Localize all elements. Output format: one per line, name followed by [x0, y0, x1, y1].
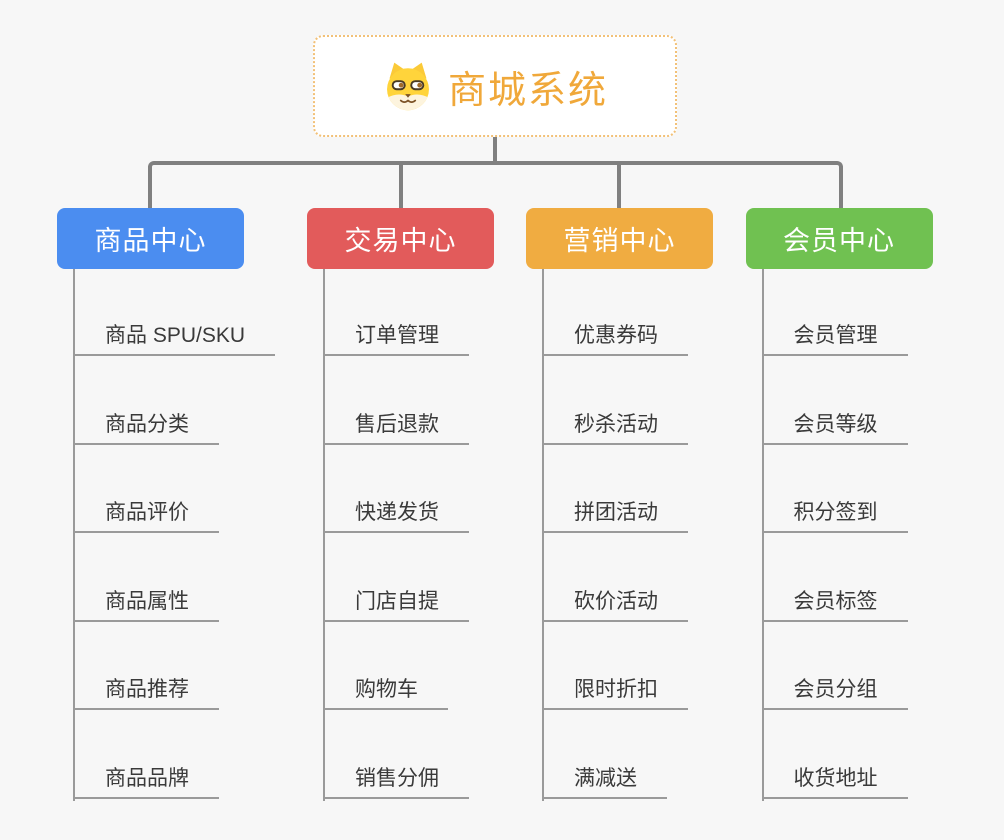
shiba-dog-icon	[387, 62, 429, 111]
branch-item[interactable]: 商品评价	[73, 495, 219, 534]
branch-node-4[interactable]: 会员中心	[745, 208, 933, 269]
branch-node-3[interactable]: 营销中心	[526, 208, 713, 269]
root-node[interactable]: 商城系统	[313, 35, 677, 137]
branch-item[interactable]: 会员管理	[761, 318, 908, 356]
branch-item[interactable]: 商品属性	[73, 584, 219, 622]
branch-item[interactable]: 限时折扣	[542, 672, 688, 711]
branch-item[interactable]: 拼团活动	[542, 495, 688, 534]
connector-stub-branch-3	[617, 164, 621, 210]
branch-trunk-line	[542, 269, 544, 801]
branch-item[interactable]: 优惠券码	[542, 318, 688, 356]
branch-item[interactable]: 会员等级	[761, 407, 908, 445]
branch-item[interactable]: 商品 SPU/SKU	[73, 318, 276, 356]
branch-node-2[interactable]: 交易中心	[307, 208, 494, 269]
branch-item[interactable]: 满减送	[542, 761, 667, 799]
branch-item[interactable]: 商品品牌	[73, 761, 219, 799]
branch-trunk-line	[73, 269, 75, 801]
root-title: 商城系统	[447, 69, 608, 112]
connector-elbow	[148, 161, 843, 210]
branch-item[interactable]: 售后退款	[323, 407, 469, 445]
branch-item[interactable]: 商品分类	[73, 407, 219, 445]
branch-trunk-line	[761, 269, 764, 801]
branch-item[interactable]: 销售分佣	[323, 761, 469, 799]
connector-root-stub	[493, 137, 497, 163]
branch-item[interactable]: 快递发货	[323, 495, 469, 534]
branch-item[interactable]: 会员标签	[761, 584, 908, 622]
connector-stub-branch-2	[399, 164, 403, 210]
branch-trunk-line	[323, 269, 325, 801]
branch-item[interactable]: 购物车	[323, 672, 448, 711]
branch-item[interactable]: 砍价活动	[542, 584, 688, 622]
branch-item[interactable]: 会员分组	[761, 672, 908, 711]
branch-item[interactable]: 订单管理	[323, 318, 469, 356]
branch-item[interactable]: 收货地址	[761, 761, 908, 799]
branch-item[interactable]: 门店自提	[323, 584, 469, 622]
branch-item[interactable]: 商品推荐	[73, 672, 219, 711]
branch-item[interactable]: 秒杀活动	[542, 407, 688, 445]
branch-item[interactable]: 积分签到	[761, 495, 908, 534]
branch-node-1[interactable]: 商品中心	[57, 208, 244, 269]
